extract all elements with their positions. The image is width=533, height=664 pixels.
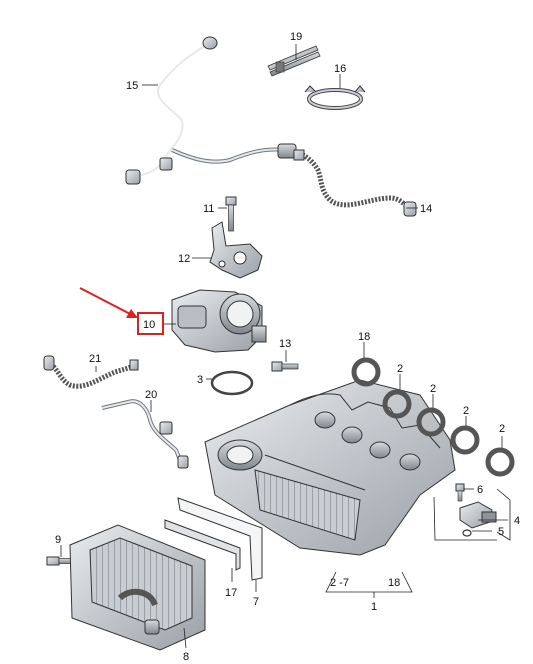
label-part-3: 3 — [197, 374, 203, 386]
seal-part-18 — [351, 357, 381, 387]
cable-tie-part-19 — [267, 45, 321, 77]
label-part-2-b: 2 — [430, 383, 436, 395]
label-part-13: 13 — [279, 338, 291, 350]
seal-part-2d — [485, 447, 515, 477]
seal-part-2b — [416, 407, 446, 437]
label-part-19: 19 — [290, 31, 302, 43]
label-part-8: 8 — [183, 651, 189, 663]
sensor-part-4 — [459, 501, 497, 529]
label-part-4: 4 — [514, 515, 520, 527]
bolt-part-9 — [46, 556, 74, 566]
label-part-15: 15 — [126, 80, 138, 92]
label-part-2-a: 2 — [397, 363, 403, 375]
intake-manifold-part-1 — [204, 379, 456, 556]
vacuum-hose-part-15 — [125, 36, 297, 185]
label-part-9: 9 — [55, 534, 61, 546]
charge-air-cooler-part-8 — [69, 524, 206, 651]
label-part-18-range: 18 — [388, 577, 400, 589]
throttle-body-part-10 — [171, 289, 267, 353]
label-part-21: 21 — [89, 353, 101, 365]
hose-part-21 — [43, 355, 139, 389]
label-part-7: 7 — [253, 596, 259, 608]
gasket-part-17 — [164, 519, 241, 571]
highlight-arrow — [79, 287, 138, 318]
hose-clamp-part-16 — [304, 85, 366, 110]
label-part-18-seal: 18 — [358, 331, 370, 343]
corrugated-hose-part-14 — [293, 149, 417, 217]
label-part-5: 5 — [498, 526, 504, 538]
bolt-part-11 — [225, 196, 237, 232]
seal-part-2c — [450, 425, 480, 455]
label-part-14: 14 — [420, 203, 432, 215]
highlight-box-part-10 — [137, 312, 164, 335]
label-part-10: 10 — [143, 319, 155, 331]
label-part-17: 17 — [225, 587, 237, 599]
label-part-2-d: 2 — [499, 423, 505, 435]
o-ring-part-5 — [462, 529, 472, 537]
screw-part-6 — [455, 483, 465, 502]
label-part-12: 12 — [178, 253, 190, 265]
bracket-part-12 — [209, 221, 263, 279]
label-part-11: 11 — [203, 203, 214, 215]
bolt-part-13 — [271, 361, 299, 372]
label-part-2-7-range: 2 -7 — [330, 577, 349, 589]
seal-part-2a — [382, 389, 412, 419]
o-ring-part-3 — [210, 370, 254, 396]
label-part-20: 20 — [145, 389, 157, 401]
callout-labels: 19 16 15 11 14 12 10 13 18 21 2 3 2 20 2… — [55, 31, 520, 663]
label-part-16: 16 — [334, 63, 346, 75]
label-part-2-c: 2 — [463, 405, 469, 417]
gasket-part-7 — [177, 497, 263, 581]
pipe-part-20 — [101, 399, 189, 469]
leader-lines — [60, 44, 511, 649]
label-part-1: 1 — [371, 601, 377, 613]
label-part-6: 6 — [477, 484, 483, 496]
